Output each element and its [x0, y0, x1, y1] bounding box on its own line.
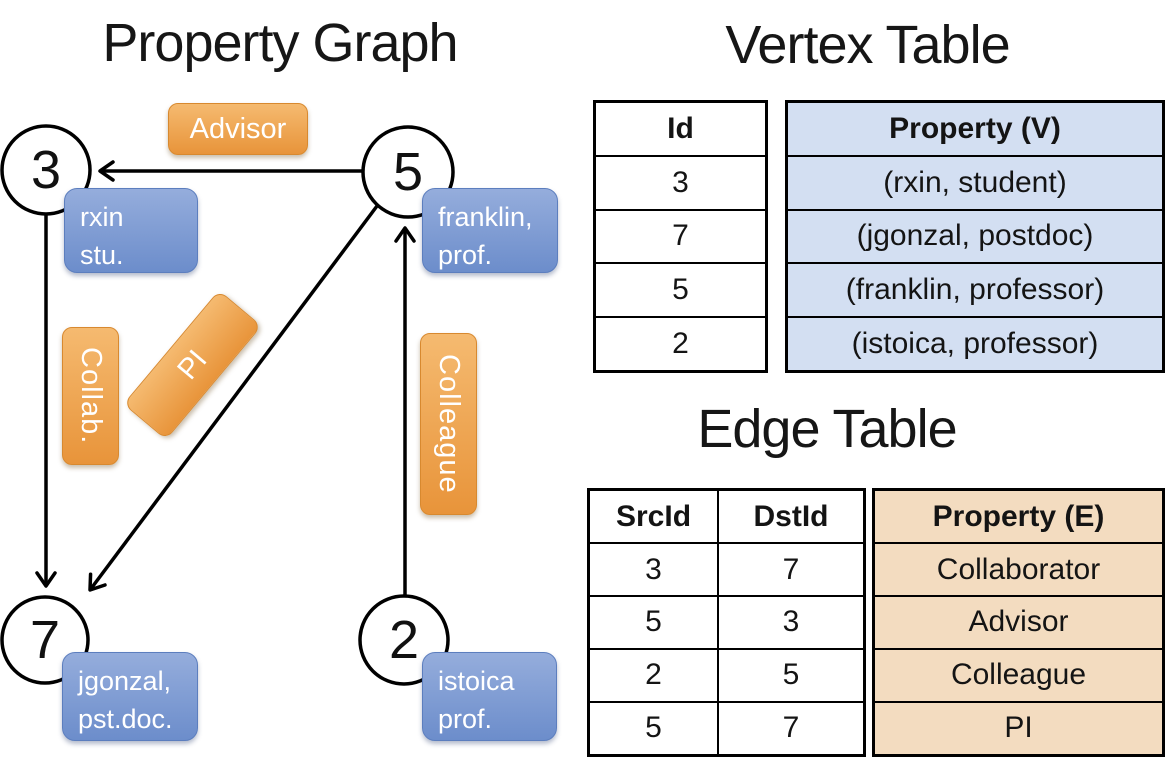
- vertex-table-id-column: Id 3 7 5 2: [593, 100, 768, 373]
- vertex-table-id-cell: 5: [593, 262, 768, 318]
- node-7-id: 7: [29, 610, 61, 670]
- node-2-id: 2: [388, 610, 420, 670]
- vertex-table-id-cell: 3: [593, 154, 768, 211]
- edge-table-property-cell: PI: [872, 700, 1165, 757]
- node-7-property-line2: pst.doc.: [78, 703, 173, 734]
- edge-label-collab-text: Collab.: [75, 347, 107, 445]
- node-3-id: 3: [30, 140, 62, 200]
- edge-table-title: Edge Table: [697, 399, 957, 459]
- edge-label-colleague: Colleague: [420, 333, 477, 515]
- vertex-table-property-cell: (jgonzal, postdoc): [785, 208, 1165, 265]
- node-3-property-box: rxin stu.: [64, 188, 198, 273]
- property-graph-title: Property Graph: [102, 13, 458, 73]
- edge-table-property-header: Property (E): [872, 488, 1165, 545]
- node-7-property-box: jgonzal, pst.doc.: [62, 652, 198, 741]
- edge-pi-line: [88, 204, 379, 592]
- edge-table-id-columns: SrcId DstId 3 7 5 3 2 5 5 7: [587, 488, 866, 757]
- node-2-property-line2: prof.: [438, 703, 493, 734]
- node-5-id: 5: [392, 142, 424, 202]
- vertex-table-id-header: Id: [593, 100, 768, 157]
- node-7-property-line1: jgonzal,: [78, 666, 172, 696]
- edge-table-src-cell: 3: [587, 542, 719, 598]
- edge-table-property-cell: Colleague: [872, 647, 1165, 703]
- edge-table-dst-cell: 7: [717, 542, 866, 598]
- edge-label-pi-text: PI: [171, 343, 214, 386]
- node-2-property-box: istoica prof.: [422, 652, 557, 741]
- edge-table-src-cell: 5: [587, 595, 719, 650]
- vertex-table-id-cell: 7: [593, 208, 768, 265]
- edge-table-src-header: SrcId: [587, 488, 719, 545]
- vertex-table-property-cell: (franklin, professor): [785, 262, 1165, 318]
- vertex-table-property-column: Property (V) (rxin, student) (jgonzal, p…: [785, 100, 1165, 373]
- node-2-property-line1: istoica: [438, 666, 515, 696]
- edge-label-advisor: Advisor: [168, 103, 308, 155]
- vertex-table-title: Vertex Table: [725, 15, 1010, 75]
- edge-table-dst-cell: 5: [717, 647, 866, 703]
- edge-label-colleague-text: Colleague: [433, 354, 465, 494]
- edge-label-collab: Collab.: [62, 327, 119, 465]
- edge-table-src-cell: 5: [587, 700, 719, 757]
- node-5-property-line2: prof.: [438, 239, 493, 270]
- edge-table-property-cell: Collaborator: [872, 542, 1165, 598]
- vertex-table-property-cell: (istoica, professor): [785, 316, 1165, 373]
- edge-label-advisor-text: Advisor: [189, 112, 287, 145]
- edge-table-property-cell: Advisor: [872, 595, 1165, 650]
- edge-table-property-column: Property (E) Collaborator Advisor Collea…: [872, 488, 1165, 757]
- vertex-table-property-cell: (rxin, student): [785, 154, 1165, 211]
- node-5-property-line1: franklin,: [438, 202, 533, 232]
- node-3-property-line2: stu.: [80, 239, 124, 270]
- edge-table-dst-cell: 3: [717, 595, 866, 650]
- node-5-property-box: franklin, prof.: [422, 188, 558, 273]
- vertex-table-property-header: Property (V): [785, 100, 1165, 157]
- edge-table-dst-header: DstId: [717, 488, 866, 545]
- edge-table-src-cell: 2: [587, 647, 719, 703]
- node-3-property-line1: rxin: [80, 202, 124, 232]
- vertex-table-id-cell: 2: [593, 316, 768, 373]
- edge-table-dst-cell: 7: [717, 700, 866, 757]
